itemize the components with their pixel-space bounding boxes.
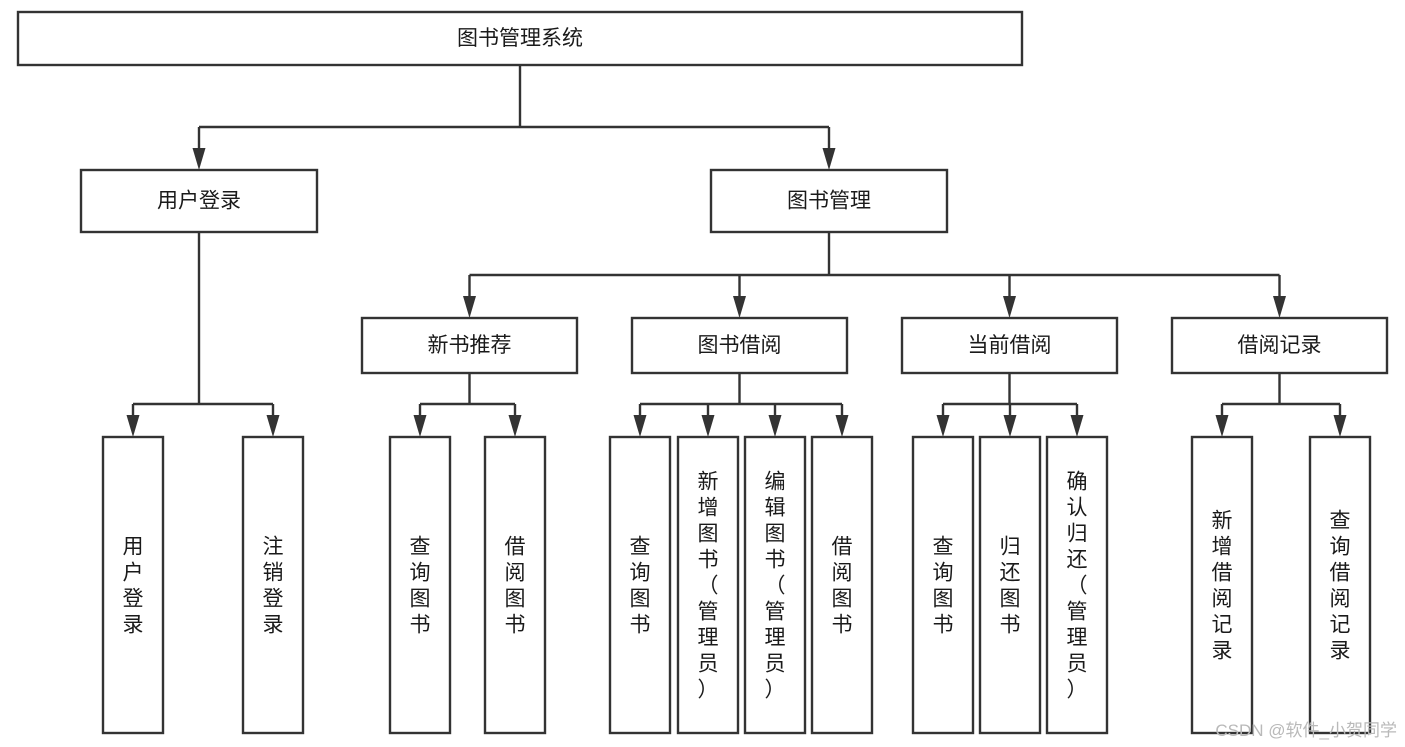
node-leaf-query-record[interactable]: 查询借阅记录: [1308, 435, 1372, 735]
connector-group-book-manage: [463, 232, 1286, 318]
node-label-leaf-query-book-1: 查询图书: [410, 535, 431, 636]
node-label-leaf-logout: 注销登录: [263, 535, 284, 636]
node-label-leaf-query-book-2: 查询图书: [630, 535, 651, 636]
connector-group-borrow-record: [1215, 373, 1347, 437]
arrow-head-icon: [701, 415, 715, 437]
node-leaf-return-book[interactable]: 归还图书: [978, 435, 1042, 735]
connector-group-new-book-rec: [413, 373, 522, 437]
node-box-leaf-query-record[interactable]: [1308, 435, 1372, 735]
node-box-leaf-query-book-3[interactable]: [911, 435, 975, 735]
arrow-head-icon: [1070, 415, 1084, 437]
arrow-head-icon: [1215, 415, 1229, 437]
arrow-head-icon: [936, 415, 950, 437]
arrow-head-icon: [835, 415, 849, 437]
arrow-head-icon: [266, 415, 280, 437]
node-label-leaf-add-record: 新增借阅记录: [1212, 509, 1233, 662]
arrow-head-icon: [733, 296, 746, 318]
node-leaf-query-book-1[interactable]: 查询图书: [388, 435, 452, 735]
connector-group-book-borrow: [633, 373, 849, 437]
node-book-manage[interactable]: 图书管理: [709, 168, 949, 234]
node-label-book-manage: 图书管理: [787, 190, 871, 213]
node-label-leaf-confirm-return: 确认归还（管理员）: [1067, 470, 1088, 701]
arrow-head-icon: [768, 415, 782, 437]
node-leaf-edit-book[interactable]: 编辑图书（管理员）: [743, 435, 807, 735]
connector-group-current-borrow: [936, 373, 1084, 437]
node-label-root: 图书管理系统: [457, 27, 583, 50]
node-label-leaf-borrow-book-2: 借阅图书: [832, 535, 853, 636]
node-box-borrow-record[interactable]: [1170, 316, 1389, 375]
node-leaf-logout[interactable]: 注销登录: [241, 435, 305, 735]
connector-group-user-login: [126, 232, 280, 437]
node-label-leaf-edit-book: 编辑图书（管理员）: [765, 470, 786, 701]
node-new-book-rec[interactable]: 新书推荐: [360, 316, 579, 375]
node-box-leaf-confirm-return[interactable]: [1045, 435, 1109, 735]
arrow-head-icon: [633, 415, 647, 437]
node-box-leaf-add-record[interactable]: [1190, 435, 1254, 735]
node-book-borrow[interactable]: 图书借阅: [630, 316, 849, 375]
node-label-leaf-add-book: 新增图书（管理员）: [698, 470, 719, 701]
node-label-current-borrow: 当前借阅: [968, 334, 1052, 357]
arrow-head-icon: [126, 415, 140, 437]
node-label-leaf-query-book-3: 查询图书: [933, 535, 954, 636]
node-box-user-login[interactable]: [79, 168, 319, 234]
node-leaf-user-login[interactable]: 用户登录: [101, 435, 165, 735]
node-label-book-borrow: 图书借阅: [698, 334, 782, 357]
node-box-leaf-borrow-book-2[interactable]: [810, 435, 874, 735]
node-box-leaf-logout[interactable]: [241, 435, 305, 735]
node-box-book-borrow[interactable]: [630, 316, 849, 375]
node-leaf-query-book-2[interactable]: 查询图书: [608, 435, 672, 735]
node-label-leaf-user-login: 用户登录: [123, 535, 144, 636]
node-user-login[interactable]: 用户登录: [79, 168, 319, 234]
arrow-head-icon: [508, 415, 522, 437]
node-label-leaf-return-book: 归还图书: [1000, 535, 1021, 636]
csdn-watermark: CSDN @软件_小贺同学: [1215, 721, 1397, 740]
arrow-head-icon: [413, 415, 427, 437]
arrow-head-icon: [463, 296, 476, 318]
node-leaf-query-book-3[interactable]: 查询图书: [911, 435, 975, 735]
node-label-leaf-borrow-book-1: 借阅图书: [505, 535, 526, 636]
node-current-borrow[interactable]: 当前借阅: [900, 316, 1119, 375]
node-box-new-book-rec[interactable]: [360, 316, 579, 375]
node-root[interactable]: 图书管理系统: [16, 10, 1024, 67]
arrow-head-icon: [1003, 296, 1016, 318]
node-box-leaf-user-login[interactable]: [101, 435, 165, 735]
arrow-head-icon: [1003, 415, 1017, 437]
node-box-leaf-add-book[interactable]: [676, 435, 740, 735]
arrow-head-icon: [192, 148, 206, 170]
node-box-book-manage[interactable]: [709, 168, 949, 234]
node-label-user-login: 用户登录: [157, 190, 241, 213]
arrow-head-icon: [1333, 415, 1347, 437]
node-label-new-book-rec: 新书推荐: [428, 334, 512, 357]
arrow-head-icon: [822, 148, 836, 170]
node-leaf-borrow-book-2[interactable]: 借阅图书: [810, 435, 874, 735]
node-leaf-add-book[interactable]: 新增图书（管理员）: [676, 435, 740, 735]
connector-layer: [126, 65, 1347, 437]
node-box-leaf-query-book-2[interactable]: [608, 435, 672, 735]
node-box-leaf-borrow-book-1[interactable]: [483, 435, 547, 735]
node-box-leaf-return-book[interactable]: [978, 435, 1042, 735]
node-leaf-add-record[interactable]: 新增借阅记录: [1190, 435, 1254, 735]
node-box-current-borrow[interactable]: [900, 316, 1119, 375]
node-box-root[interactable]: [16, 10, 1024, 67]
node-layer: 图书管理系统用户登录图书管理新书推荐图书借阅当前借阅借阅记录用户登录注销登录查询…: [16, 10, 1389, 735]
connector-group-root: [192, 65, 836, 170]
node-leaf-confirm-return[interactable]: 确认归还（管理员）: [1045, 435, 1109, 735]
node-box-leaf-query-book-1[interactable]: [388, 435, 452, 735]
node-label-leaf-query-record: 查询借阅记录: [1330, 509, 1351, 662]
arrow-head-icon: [1273, 296, 1286, 318]
node-borrow-record[interactable]: 借阅记录: [1170, 316, 1389, 375]
node-leaf-borrow-book-1[interactable]: 借阅图书: [483, 435, 547, 735]
node-box-leaf-edit-book[interactable]: [743, 435, 807, 735]
node-label-borrow-record: 借阅记录: [1238, 334, 1322, 357]
